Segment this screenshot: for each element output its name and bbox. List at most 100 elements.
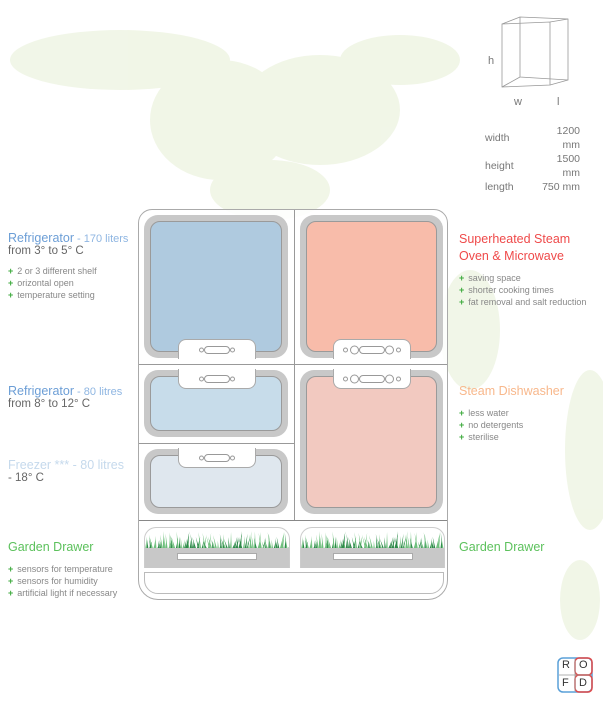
garden-right-title: Garden Drawer [459, 540, 545, 554]
display-icon [204, 345, 230, 354]
plus-icon: + [8, 576, 14, 586]
fridge-large-capacity: - 170 liters [74, 233, 129, 245]
feature-text: no detergents [468, 420, 524, 430]
dimension-value: 750 mm [542, 181, 580, 193]
dimension-row: length 750 mm [485, 180, 580, 194]
freezer-handle[interactable] [178, 448, 256, 468]
indicator-dot-icon [230, 347, 235, 352]
grass-icon [301, 531, 444, 550]
indicator-dot-icon [230, 455, 235, 460]
display-icon [359, 374, 385, 383]
garden-left-label: Garden Drawer +sensors for temperature +… [8, 540, 117, 599]
fridge-large-door[interactable] [144, 215, 288, 359]
garden-drawer-left[interactable] [144, 527, 290, 568]
feature-text: shorter cooking times [468, 285, 554, 295]
feature-text: orizontal open [17, 278, 74, 288]
oven-title-line2: Oven & Microwave [459, 249, 564, 263]
knob-icon[interactable] [385, 345, 394, 354]
oven-label: Superheated Steam Oven & Microwave +savi… [459, 231, 586, 308]
freezer-drawer[interactable] [144, 448, 288, 514]
fridge-small-handle[interactable] [178, 369, 256, 389]
dimension-name: length [485, 181, 514, 193]
feature-text: 2 or 3 different shelf [17, 266, 97, 276]
feature-item: +fat removal and salt reduction [459, 296, 586, 308]
feature-text: sensors for humidity [17, 576, 98, 586]
divider-freezer [139, 443, 294, 444]
plus-icon: + [459, 285, 465, 295]
knob-icon[interactable] [350, 374, 359, 383]
indicator-dot-icon [343, 376, 348, 381]
logo-letter: R [562, 659, 570, 671]
plus-icon: + [459, 273, 465, 283]
feature-item: +no detergents [459, 419, 564, 431]
oven-control-panel[interactable] [333, 339, 411, 359]
feature-item: +artificial light if necessary [8, 587, 117, 599]
drawer-handle-slot[interactable] [177, 553, 257, 560]
logo-letter: D [579, 677, 587, 689]
dimension-name: width [485, 132, 510, 144]
garden-left-title: Garden Drawer [8, 540, 94, 554]
plus-icon: + [8, 266, 14, 276]
indicator-dot-icon [199, 376, 204, 381]
fridge-large-panel [150, 221, 282, 352]
feature-item: +sensors for humidity [8, 575, 117, 587]
oven-door[interactable] [300, 215, 443, 359]
fridge-small-drawer[interactable] [144, 369, 288, 437]
dishwasher-label: Steam Dishwasher +less water +no deterge… [459, 384, 564, 443]
feature-text: temperature setting [17, 290, 95, 300]
feature-text: fat removal and salt reduction [468, 297, 587, 307]
indicator-dot-icon [230, 376, 235, 381]
bottom-plinth [144, 572, 444, 594]
fridge-small-temp: from 8° to 12° C [8, 398, 91, 410]
fridge-large-handle[interactable] [178, 339, 256, 359]
dishwasher-control-panel[interactable] [333, 369, 411, 389]
fridge-large-label: Refrigerator - 170 liters from 3° to 5° … [8, 231, 128, 301]
plus-icon: + [459, 297, 465, 307]
fridge-large-title: Refrigerator [8, 231, 74, 245]
dishwasher-door[interactable] [300, 369, 443, 514]
fridge-large-temp: from 3° to 5° C [8, 245, 84, 257]
fridge-small-label: Refrigerator - 80 litres from 8° to 12° … [8, 384, 122, 410]
divider-garden [139, 520, 447, 521]
feature-text: artificial light if necessary [17, 588, 118, 598]
plus-icon: + [459, 432, 465, 442]
dimension-name: height [485, 160, 514, 172]
display-icon [204, 453, 230, 462]
freezer-label: Freezer *** - 80 litres - 18° C [8, 458, 124, 484]
drawer-front [301, 548, 444, 568]
dishwasher-panel [306, 376, 437, 508]
plus-icon: + [459, 408, 465, 418]
logo-letter: O [579, 659, 588, 671]
dishwasher-title: Steam Dishwasher [459, 384, 564, 398]
drawer-front [145, 548, 289, 568]
vertical-divider [294, 210, 295, 520]
dimension-value: 1500 mm [556, 153, 580, 179]
dimension-row: width 1200 mm [485, 124, 580, 152]
height-label: h [488, 55, 495, 67]
feature-item: +2 or 3 different shelf [8, 265, 128, 277]
drawer-handle-slot[interactable] [333, 553, 413, 560]
feature-text: sterilise [468, 432, 499, 442]
logo-letter: F [562, 677, 569, 689]
feature-item: +saving space [459, 272, 586, 284]
display-icon [359, 345, 385, 354]
dimension-value: 1200 mm [556, 125, 580, 151]
knob-icon[interactable] [350, 345, 359, 354]
freezer-title: Freezer *** - 80 litres [8, 458, 125, 472]
knob-icon[interactable] [385, 374, 394, 383]
feature-item: +less water [459, 407, 564, 419]
feature-item: +sterilise [459, 431, 564, 443]
fridge-large-features: +2 or 3 different shelf +orizontal open … [8, 265, 128, 301]
plus-icon: + [8, 278, 14, 288]
dimension-row: height 1500 mm [485, 152, 580, 180]
feature-item: +shorter cooking times [459, 284, 586, 296]
plus-icon: + [8, 588, 14, 598]
indicator-dot-icon [199, 455, 204, 460]
oven-title-line1: Superheated Steam [459, 232, 571, 246]
indicator-dot-icon [199, 347, 204, 352]
feature-item: +sensors for temperature [8, 563, 117, 575]
garden-drawer-right[interactable] [300, 527, 445, 568]
grass-icon [145, 531, 289, 550]
feature-text: saving space [468, 273, 521, 283]
